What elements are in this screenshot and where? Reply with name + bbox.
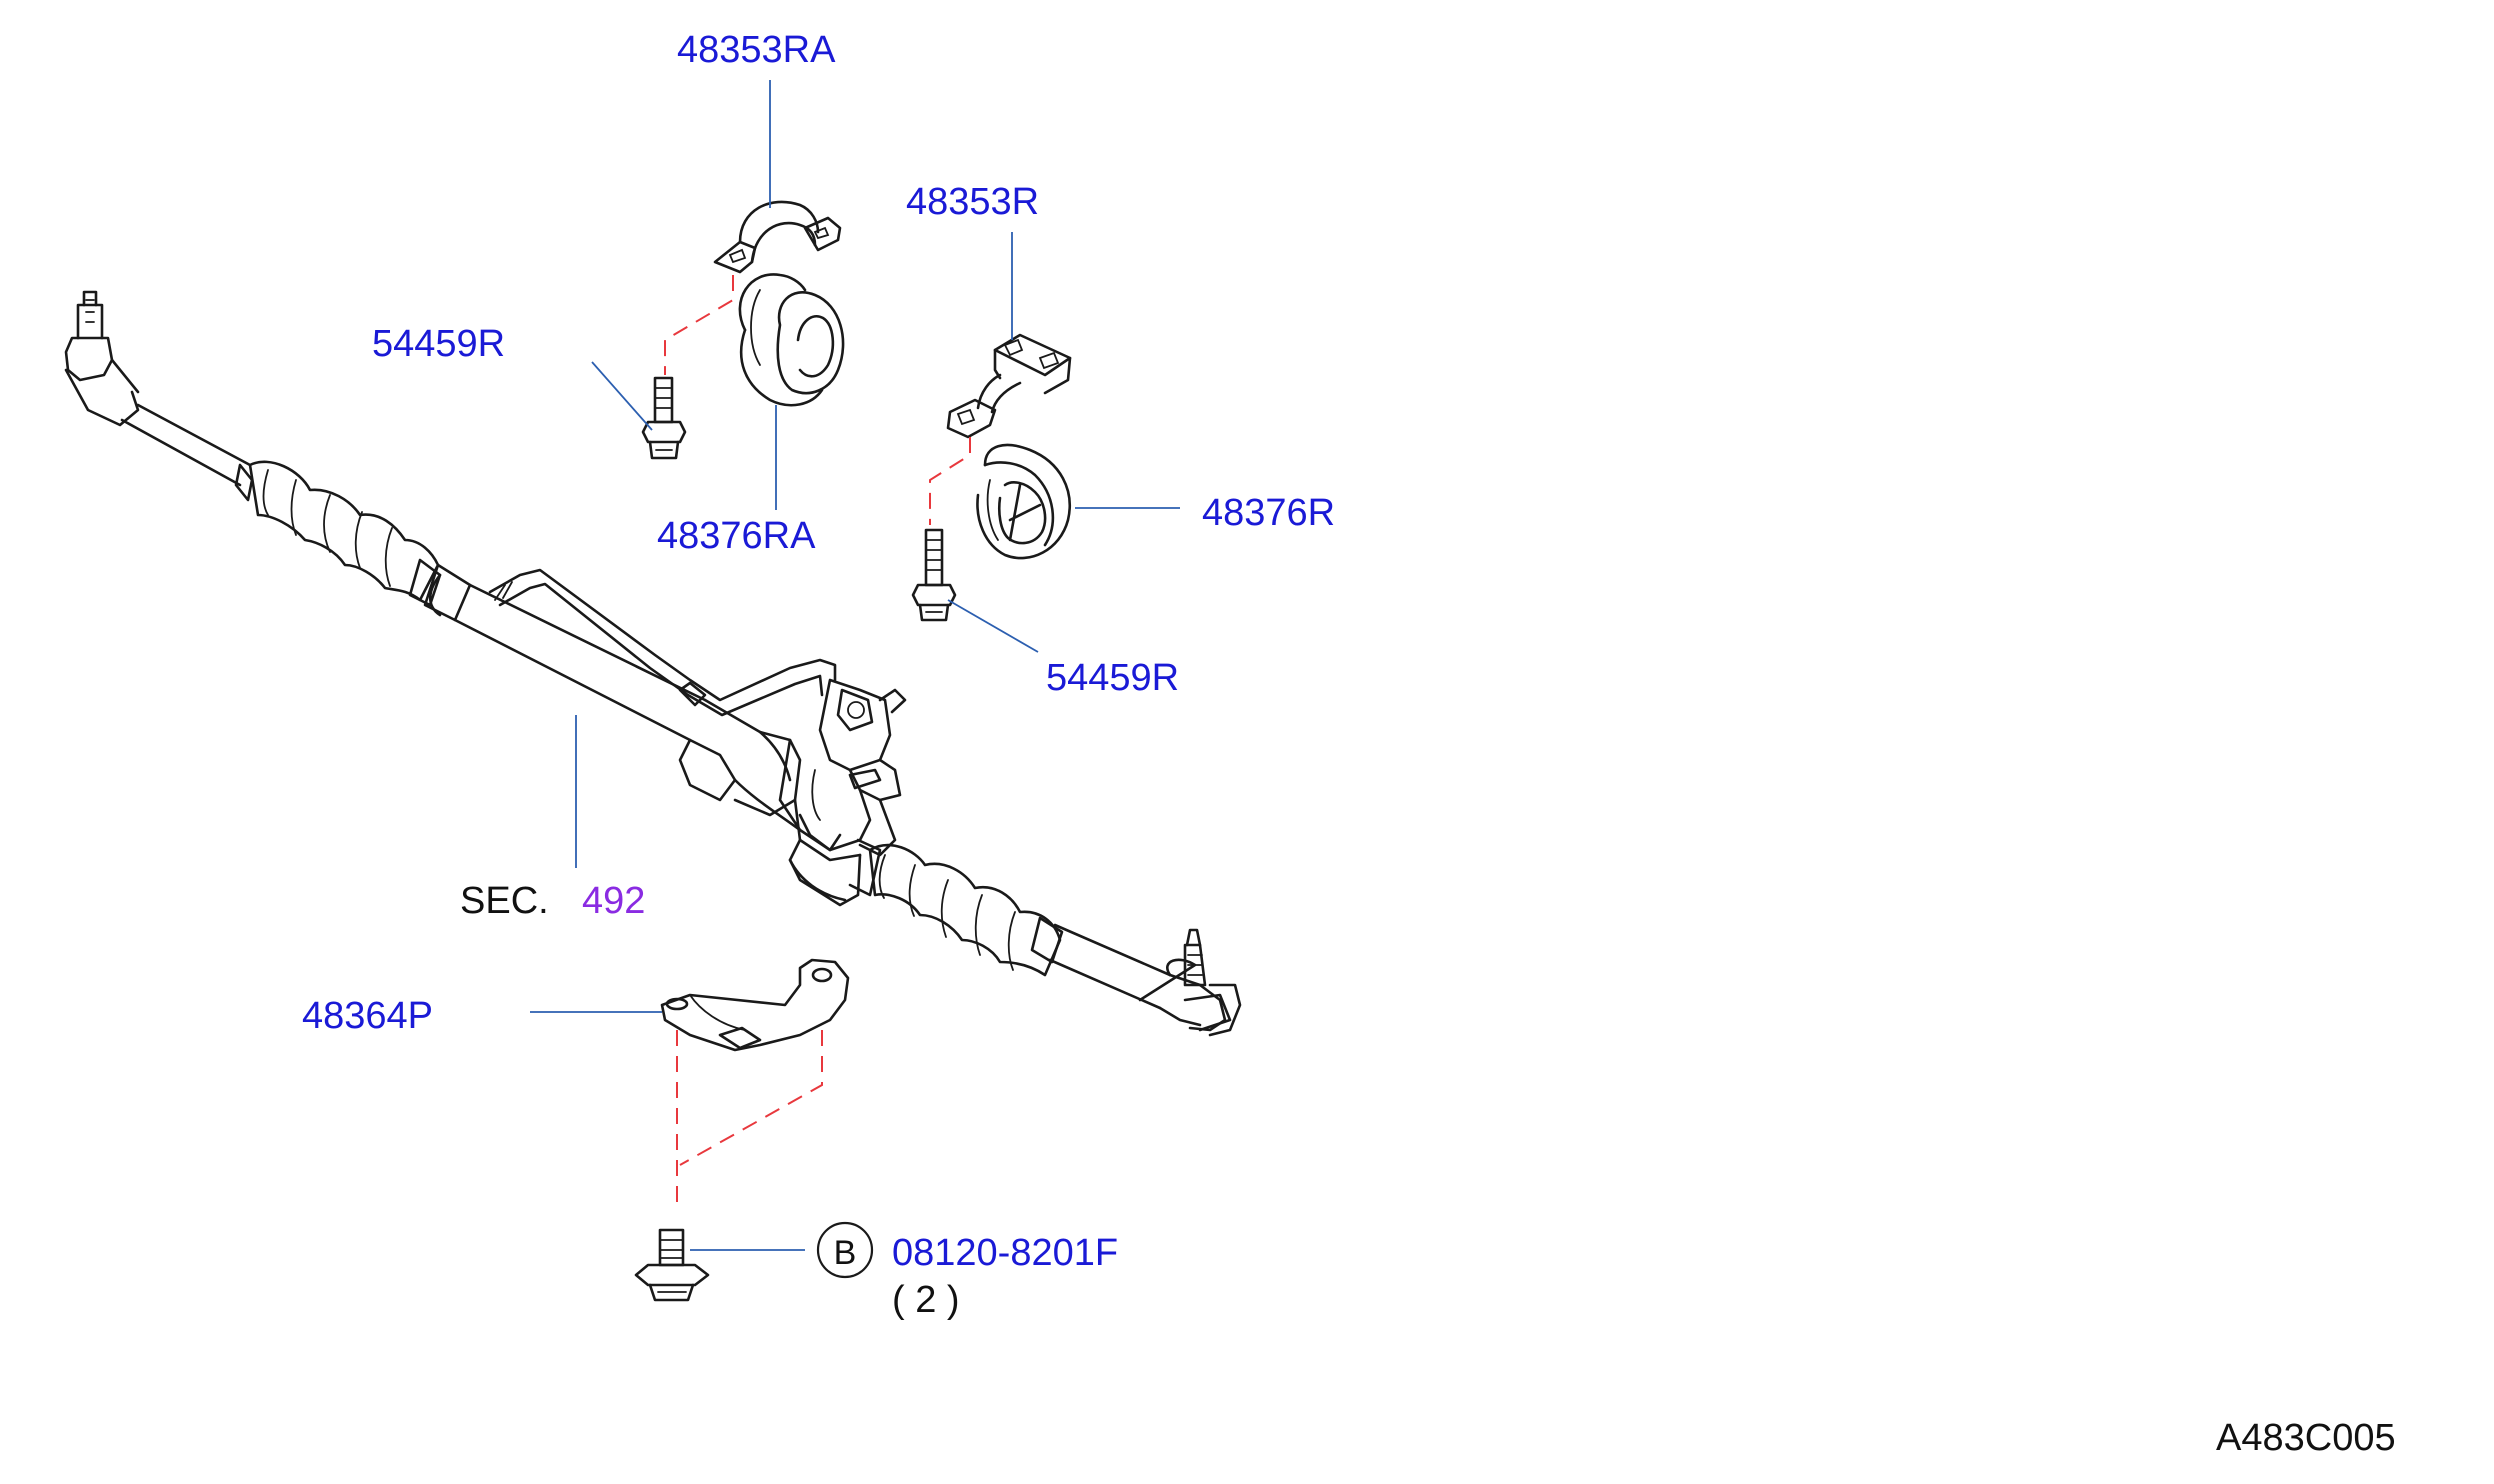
label-54459R-upper[interactable]: 54459R (372, 323, 505, 365)
label-54459R-lower[interactable]: 54459R (1046, 657, 1179, 699)
bushing-right (976, 443, 1071, 560)
hydraulic-lines (488, 568, 837, 717)
label-48364P[interactable]: 48364P (302, 995, 433, 1037)
right-rack-boot (868, 843, 1064, 977)
gear-housing (678, 678, 907, 862)
rack-right-housing (788, 838, 882, 907)
bushing-upper-left (738, 273, 845, 407)
hidden-lines (664, 275, 971, 1210)
label-08120-8201F[interactable]: 08120-8201F (892, 1232, 1118, 1274)
mounting-clamp-upper-left (713, 200, 842, 274)
rack-housing-tube (423, 563, 707, 742)
label-sec-number[interactable]: 492 (582, 880, 645, 922)
right-tie-rod-end (1048, 923, 1242, 1037)
diagram-id: A483C005 (2216, 1417, 2396, 1459)
bolt-right (911, 528, 957, 622)
steering-rack-assembly (64, 290, 1242, 1037)
labels: 48353RA 48353R 54459R 48376RA 48376R 544… (302, 29, 2396, 1459)
circle-b-marker (816, 1221, 874, 1279)
left-rack-boot (234, 460, 442, 607)
bolt-upper-left (641, 376, 687, 460)
label-48376R[interactable]: 48376R (1202, 492, 1335, 534)
mounting-clamp-right (946, 333, 1072, 439)
label-48353R[interactable]: 48353R (906, 181, 1039, 223)
label-48353RA[interactable]: 48353RA (677, 29, 836, 71)
label-48376RA[interactable]: 48376RA (657, 515, 816, 557)
label-circle-b: B (834, 1234, 857, 1272)
mounting-bracket (660, 958, 850, 1052)
label-sec-prefix: SEC. (460, 880, 549, 922)
left-tie-rod-end (64, 290, 252, 487)
label-quantity: ( 2 ) (892, 1279, 960, 1321)
bolt-bracket (634, 1228, 710, 1302)
leader-lines (530, 80, 1180, 1251)
